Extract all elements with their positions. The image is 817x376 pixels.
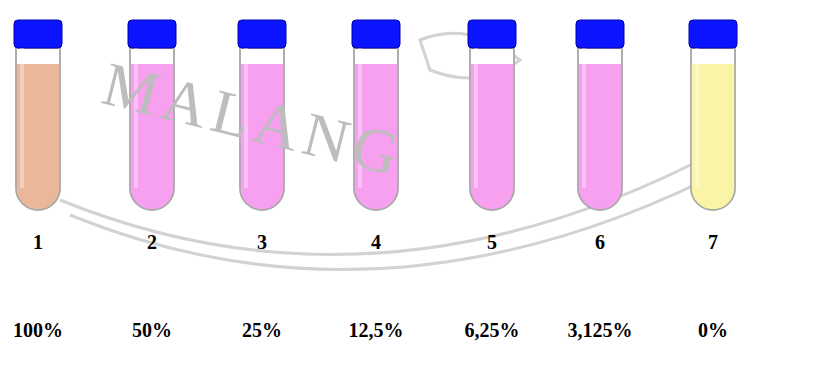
tube-shine [474,48,478,188]
tube-number: 4 [371,232,381,252]
tube-cap [468,20,516,48]
concentration-label: 25% [242,320,282,340]
tube-cap [689,20,737,48]
test-tube [689,20,737,210]
tube-glass [578,48,622,210]
concentration-label: 50% [132,320,172,340]
tube-glass [691,48,735,210]
tube-number: 3 [257,232,267,252]
tube-outline [691,48,735,210]
tube-number: 6 [595,232,605,252]
tube-outline [16,48,60,210]
concentration-label: 12,5% [349,320,404,340]
test-tube [14,20,62,210]
tube-number: 5 [487,232,497,252]
concentration-label: 0% [698,320,728,340]
tube-cap [14,20,62,48]
tube-cap [238,20,286,48]
concentration-label: 6,25% [465,320,520,340]
concentration-label: 100% [13,320,63,340]
tube-shine [695,48,699,188]
test-tube [468,20,516,210]
tube-glass [16,48,60,210]
tube-number: 1 [33,232,43,252]
tube-outline [470,48,514,210]
tube-number: 2 [147,232,157,252]
tube-shine [20,48,24,188]
watermark-logo [60,33,735,269]
tube-cap [128,20,176,48]
tube-number: 7 [708,232,718,252]
concentration-label: 3,125% [568,320,633,340]
tube-outline [578,48,622,210]
test-tube [576,20,624,210]
tube-cap [576,20,624,48]
tube-shine [582,48,586,188]
tube-glass [470,48,514,210]
tube-cap [352,20,400,48]
